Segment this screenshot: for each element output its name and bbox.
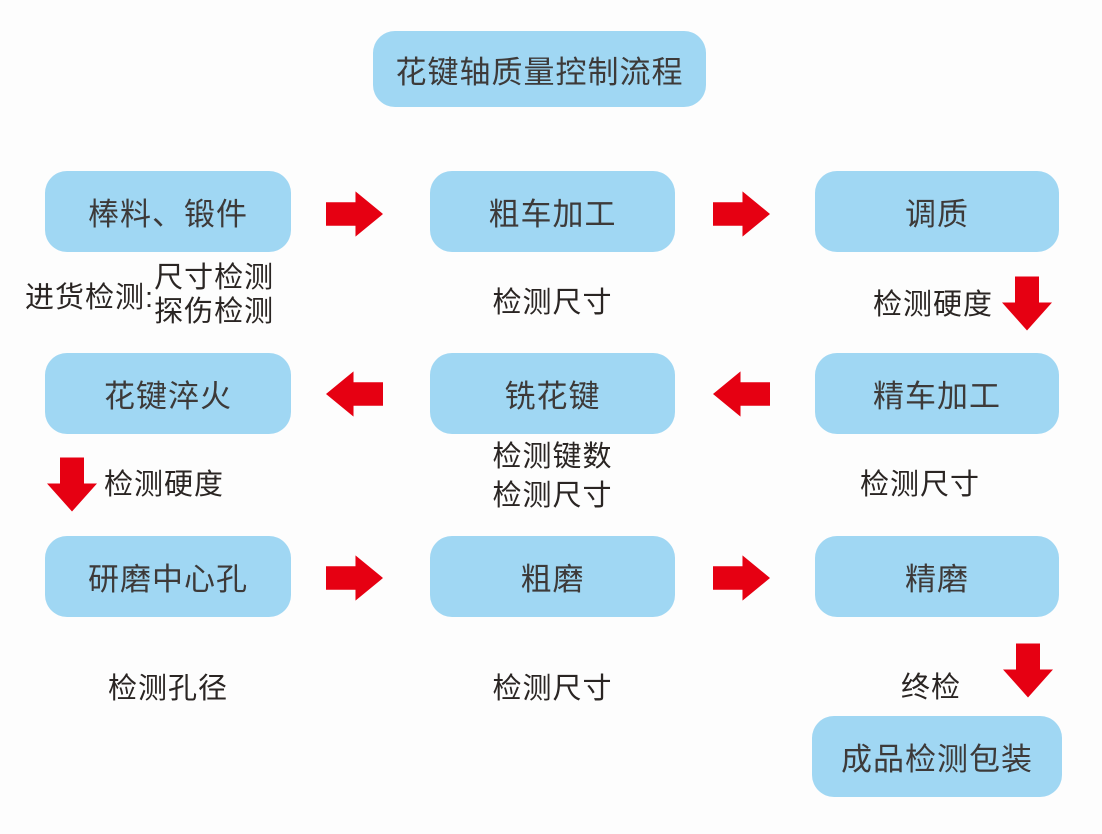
process-box-final-inspection-packaging: 成品检测包装 [812, 716, 1062, 797]
process-box-rough-grinding: 粗磨 [430, 536, 675, 617]
incoming-inspection-prefix: 进货检测: [25, 282, 155, 314]
process-box-bar-stock-forgings: 棒料、锻件 [45, 171, 291, 252]
process-box-fine-grinding: 精磨 [815, 536, 1059, 617]
arrow-down-icon [47, 457, 97, 512]
arrow-right-icon [713, 555, 770, 601]
inspection-label-after-spline-quenching: 检测硬度 [104, 469, 225, 501]
inspection-label-incoming: 进货检测: 尺寸检测 探伤检测 [25, 261, 274, 329]
process-box-quench-temper: 调质 [815, 171, 1059, 252]
process-box-spline-milling: 铣花键 [430, 353, 675, 434]
arrow-left-icon [713, 371, 770, 417]
inspection-label-key-count: 检测键数 [492, 441, 613, 473]
arrow-right-icon [326, 191, 383, 237]
arrow-right-icon [326, 555, 383, 601]
inspection-label-after-finish-turning: 检测尺寸 [859, 469, 980, 501]
process-box-grind-center-hole: 研磨中心孔 [45, 536, 291, 617]
process-box-rough-turning: 粗车加工 [430, 171, 675, 252]
arrow-right-icon [713, 191, 770, 237]
inspection-label-after-rough-grinding: 检测尺寸 [492, 673, 613, 705]
process-box-spline-quenching: 花键淬火 [45, 353, 291, 434]
incoming-inspection-line1: 尺寸检测 [154, 262, 275, 294]
inspection-label-after-center-hole: 检测孔径 [107, 673, 228, 705]
flowchart-title: 花键轴质量控制流程 [373, 31, 706, 107]
process-box-finish-turning: 精车加工 [815, 353, 1059, 434]
inspection-label-final-inspection: 终检 [901, 672, 962, 704]
incoming-inspection-line2: 探伤检测 [154, 296, 275, 328]
arrow-down-icon [1002, 276, 1052, 331]
arrow-left-icon [326, 371, 383, 417]
inspection-label-after-spline-milling: 检测键数 检测尺寸 [430, 438, 675, 516]
inspection-label-dimensions: 检测尺寸 [492, 480, 613, 512]
arrow-down-icon [1003, 643, 1053, 698]
inspection-label-after-tempering: 检测硬度 [872, 289, 993, 321]
inspection-label-after-rough-turning: 检测尺寸 [492, 287, 613, 319]
